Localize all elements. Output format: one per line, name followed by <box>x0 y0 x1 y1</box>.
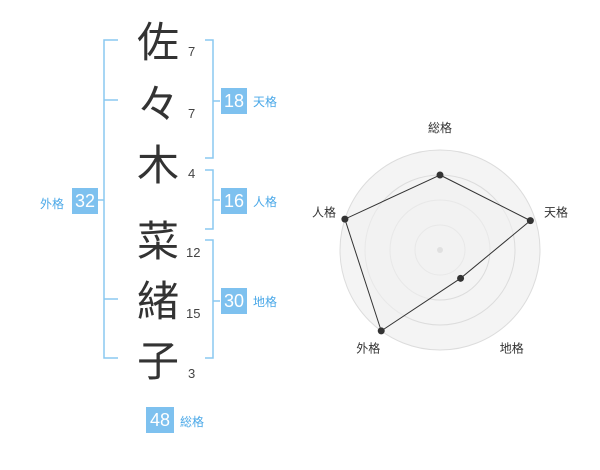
radar-point-3 <box>457 274 465 282</box>
radar-axis-label-3: 地格 <box>500 341 524 356</box>
jinkaku-label: 人格 <box>253 195 278 209</box>
stroke-count-4: 12 <box>186 245 201 260</box>
name-char-1: 佐 <box>136 18 179 67</box>
tenkaku-label: 天格 <box>253 95 278 109</box>
chikaku-label: 地格 <box>253 295 278 309</box>
chikaku-value: 30 <box>221 288 247 314</box>
name-char-2: 々 <box>136 80 179 129</box>
radar-point-4 <box>377 327 385 335</box>
tenkaku-bracket <box>205 39 214 159</box>
jinkaku-value: 16 <box>221 188 247 214</box>
gaikaku-bracket <box>103 39 118 359</box>
tenkaku-value: 18 <box>221 88 247 114</box>
gaikaku-label: 外格 <box>40 197 65 211</box>
radar-data-polygon <box>344 174 532 332</box>
stroke-count-6: 3 <box>188 366 196 381</box>
radar-point-5 <box>341 215 349 223</box>
chikaku-bracket <box>205 239 214 359</box>
name-char-4: 菜 <box>136 217 179 266</box>
name-char-3: 木 <box>136 141 179 190</box>
stroke-count-1: 7 <box>188 44 196 59</box>
radar-point-1 <box>436 171 444 179</box>
radar-axis-label-2: 天格 <box>544 204 568 219</box>
soukaku-label: 総格 <box>180 415 205 429</box>
name-char-5: 緒 <box>136 277 179 326</box>
radar-ring-4 <box>339 149 541 351</box>
radar-axis-label-4: 外格 <box>356 341 380 356</box>
stroke-count-2: 7 <box>188 106 196 121</box>
name-char-6: 子 <box>136 337 179 386</box>
stroke-count-5: 15 <box>186 306 201 321</box>
radar-axis-label-5: 人格 <box>312 204 336 219</box>
soukaku-value: 48 <box>146 407 174 433</box>
gaikaku-value: 32 <box>72 188 98 214</box>
stroke-count-3: 4 <box>188 166 196 181</box>
radar-point-2 <box>526 217 534 225</box>
radar-axis-label-1: 総格 <box>428 120 452 135</box>
